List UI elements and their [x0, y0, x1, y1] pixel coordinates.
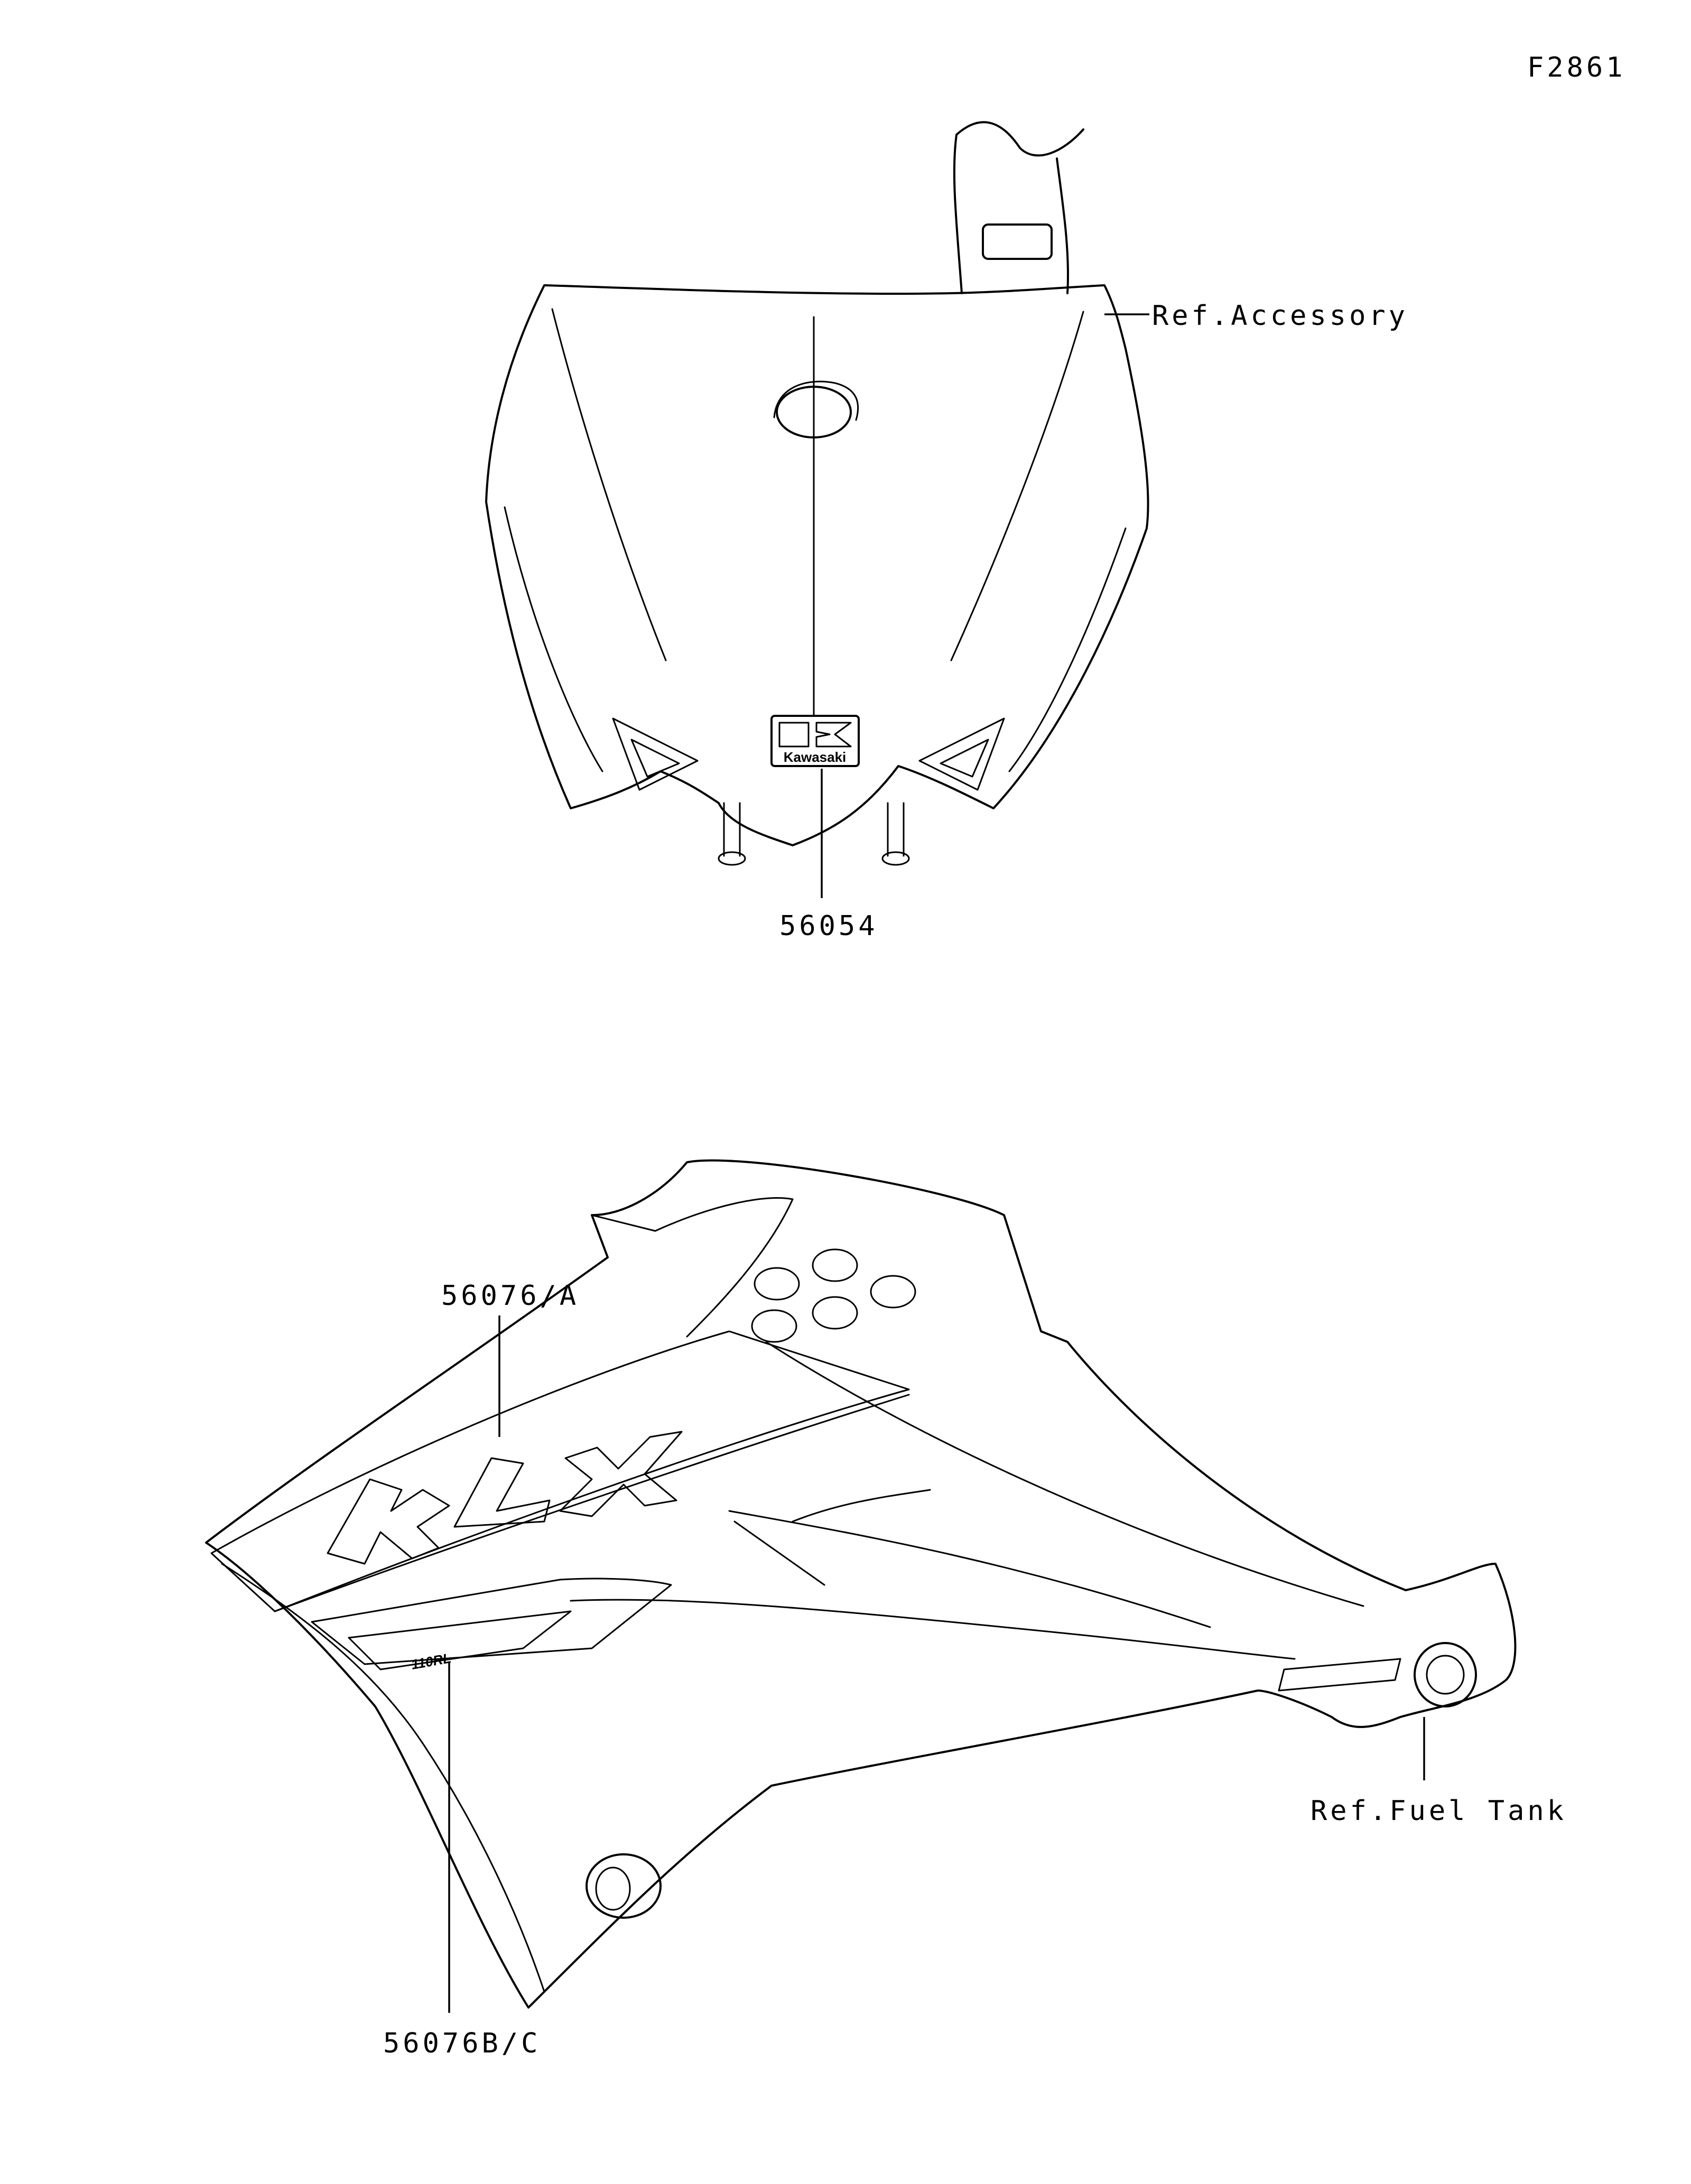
model-sub-decal: 110RL: [410, 1650, 452, 1673]
brand-logo-text: Kawasaki: [784, 749, 847, 765]
label-56076bc[interactable]: 56076B/C: [383, 2028, 541, 2059]
label-56054[interactable]: 56054: [779, 910, 878, 942]
radiator-shroud: 110RL: [205, 1159, 1517, 2009]
label-56076a[interactable]: 56076/A: [441, 1280, 579, 1312]
label-ref-accessory[interactable]: Ref.Accessory: [1152, 300, 1408, 332]
figure-code: F2861: [1527, 52, 1626, 83]
number-plate: [485, 121, 1149, 866]
label-ref-fuel-tank[interactable]: Ref.Fuel Tank: [1311, 1795, 1567, 1827]
kawasaki-logo-decal: Kawasaki: [770, 715, 860, 767]
